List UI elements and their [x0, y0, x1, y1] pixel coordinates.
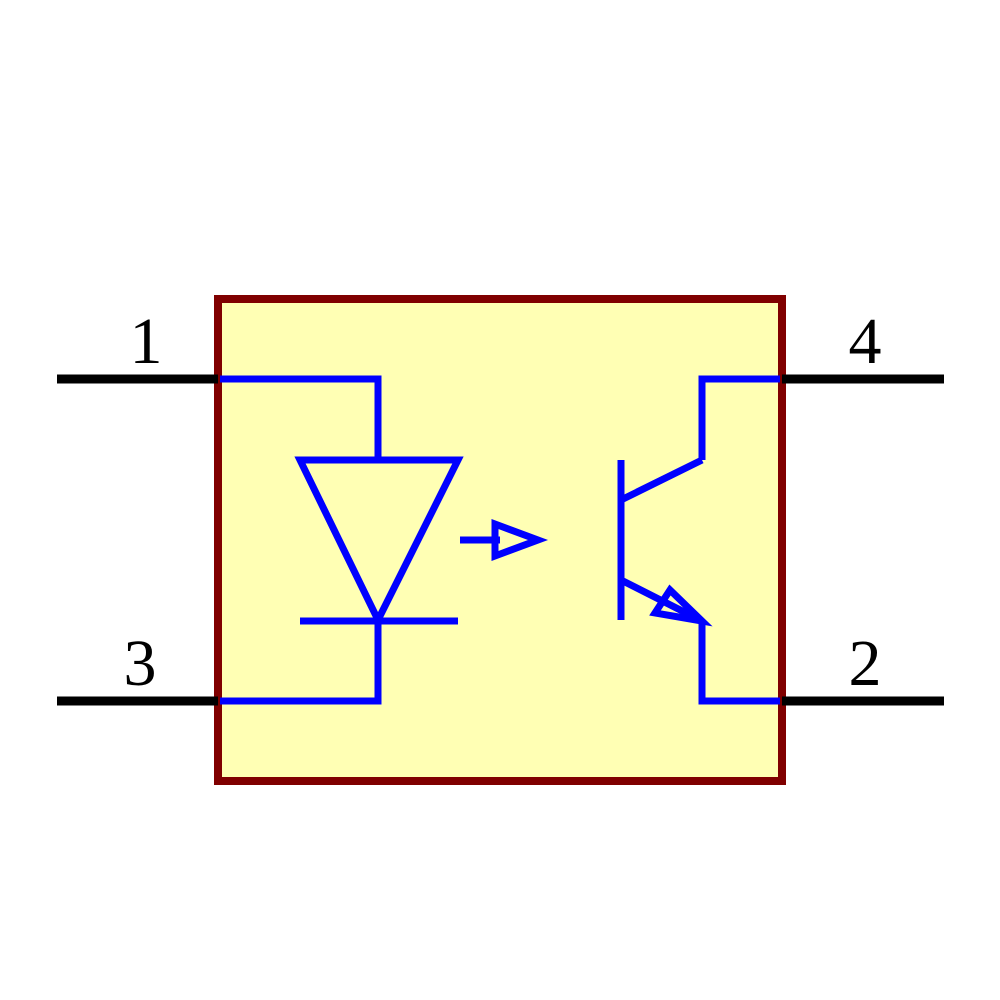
emitter-wire — [698, 621, 780, 705]
led-symbol — [220, 375, 464, 705]
light-arrow-icon — [460, 518, 549, 562]
anode-wire — [220, 375, 382, 460]
cathode-wire — [220, 621, 382, 705]
pin-2-label: 2 — [849, 627, 882, 700]
phototransistor-symbol — [617, 375, 780, 705]
collector-diagonal — [619, 456, 704, 504]
emitter-arrow-icon — [649, 584, 713, 627]
pin-3-label: 3 — [124, 627, 157, 700]
diode-triangle-icon — [294, 456, 464, 628]
collector-wire — [698, 375, 780, 460]
pin-1-label: 1 — [130, 305, 163, 378]
pin-4-label: 4 — [849, 305, 882, 378]
